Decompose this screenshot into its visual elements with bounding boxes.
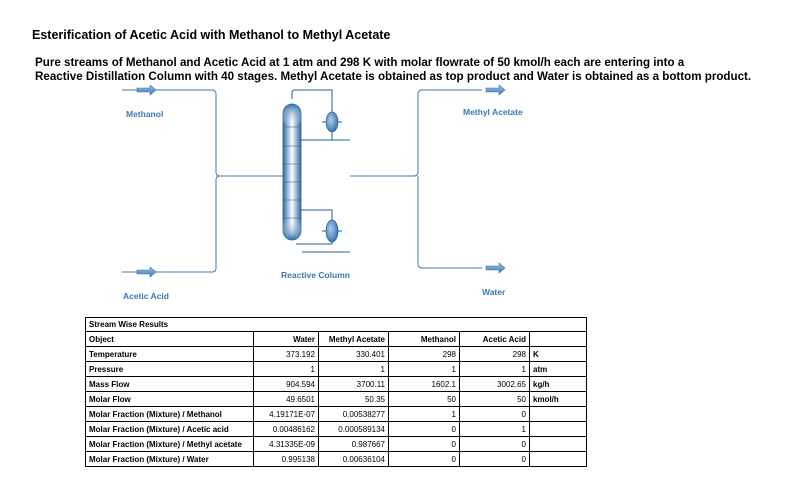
header-unit [529,331,587,347]
table-cell: 0 [388,436,460,452]
table-cell: 3700.11 [318,376,389,392]
table-cell: 0.000589134 [318,421,389,437]
row-label: Molar Fraction (Mixture) / Water [85,451,254,467]
table-row: Molar Fraction (Mixture) / Methyl acetat… [85,436,587,452]
table-cell: 0.00538277 [318,406,389,422]
table-cell: 904.594 [253,376,319,392]
table-cell: 1 [388,361,460,377]
table-cell: 330.401 [318,346,389,362]
table-cell: 0.00636104 [318,451,389,467]
table-cell: 373.192 [253,346,319,362]
methanol-feed-stream[interactable] [122,84,283,177]
stream-results-table: Stream Wise Results Object Water Methyl … [85,317,587,467]
row-unit: atm [529,361,587,377]
row-label: Mass Flow [85,376,254,392]
table-cell: 1 [253,361,319,377]
table-cell: 0.00486162 [253,421,319,437]
methanol-label: Methanol [126,109,164,119]
table-cell: 1 [459,421,530,437]
page-title: Esterification of Acetic Acid with Metha… [32,28,391,42]
acetic-acid-feed-stream[interactable] [122,175,221,278]
table-header-row: Object Water Methyl Acetate Methanol Ace… [85,331,587,347]
row-unit: kmol/h [529,391,587,407]
methyl-acetate-label: Methyl Acetate [463,107,523,117]
table-cell: 50 [388,391,460,407]
methyl-acetate-arrow-icon [485,84,506,96]
table-cell: 0 [459,406,530,422]
table-cell: 4.31335E-09 [253,436,319,452]
water-arrow-icon [485,262,506,274]
header-methyl-acetate: Methyl Acetate [318,331,389,347]
description-line-2: Reactive Distillation Column with 40 sta… [35,70,752,83]
methyl-acetate-product-stream[interactable] [350,84,506,177]
row-unit: kg/h [529,376,587,392]
column-label: Reactive Column [281,270,350,280]
header-water: Water [253,331,319,347]
table-cell: 3002.65 [459,376,530,392]
acetic-acid-arrow-icon [136,266,157,278]
table-cell: 0 [388,421,460,437]
table-cell: 298 [388,346,460,362]
table-cell: 50 [459,391,530,407]
table-cell: 0 [459,451,530,467]
row-unit [529,406,587,422]
row-label: Temperature [85,346,254,362]
row-label: Molar Flow [85,391,254,407]
table-cell: 1 [459,361,530,377]
table-cell: 49.6501 [253,391,319,407]
table-cell: 1 [318,361,389,377]
table-cell: 0.995138 [253,451,319,467]
table-cell: 298 [459,346,530,362]
reactive-column[interactable] [282,89,350,253]
table-cell: 0 [459,436,530,452]
row-unit [529,421,587,437]
header-methanol: Methanol [388,331,460,347]
table-cell: 0.987667 [318,436,389,452]
row-label: Molar Fraction (Mixture) / Methyl acetat… [85,436,254,452]
description-line-1: Pure streams of Methanol and Acetic Acid… [35,56,685,69]
header-acetic-acid: Acetic Acid [459,331,530,347]
table-caption: Stream Wise Results [85,317,587,332]
row-label: Molar Fraction (Mixture) / Acetic acid [85,421,254,437]
table-cell: 1 [388,406,460,422]
table-cell: 50.35 [318,391,389,407]
table-caption-row: Stream Wise Results [85,317,587,332]
water-label: Water [482,287,506,297]
reboiler-icon [325,219,339,243]
row-unit: K [529,346,587,362]
table-cell: 1602.1 [388,376,460,392]
methanol-arrow-icon [136,84,157,96]
row-unit [529,451,587,467]
flowsheet-diagram [122,84,506,278]
row-label: Pressure [85,361,254,377]
header-object: Object [85,331,254,347]
water-product-stream[interactable] [417,176,506,274]
table-cell: 0 [388,451,460,467]
condenser-icon [325,111,339,133]
row-unit [529,436,587,452]
problem-description: Pure streams of Methanol and Acetic Acid… [35,56,795,84]
table-cell: 4.19171E-07 [253,406,319,422]
acetic-acid-label: Acetic Acid [123,291,169,301]
row-label: Molar Fraction (Mixture) / Methanol [85,406,254,422]
